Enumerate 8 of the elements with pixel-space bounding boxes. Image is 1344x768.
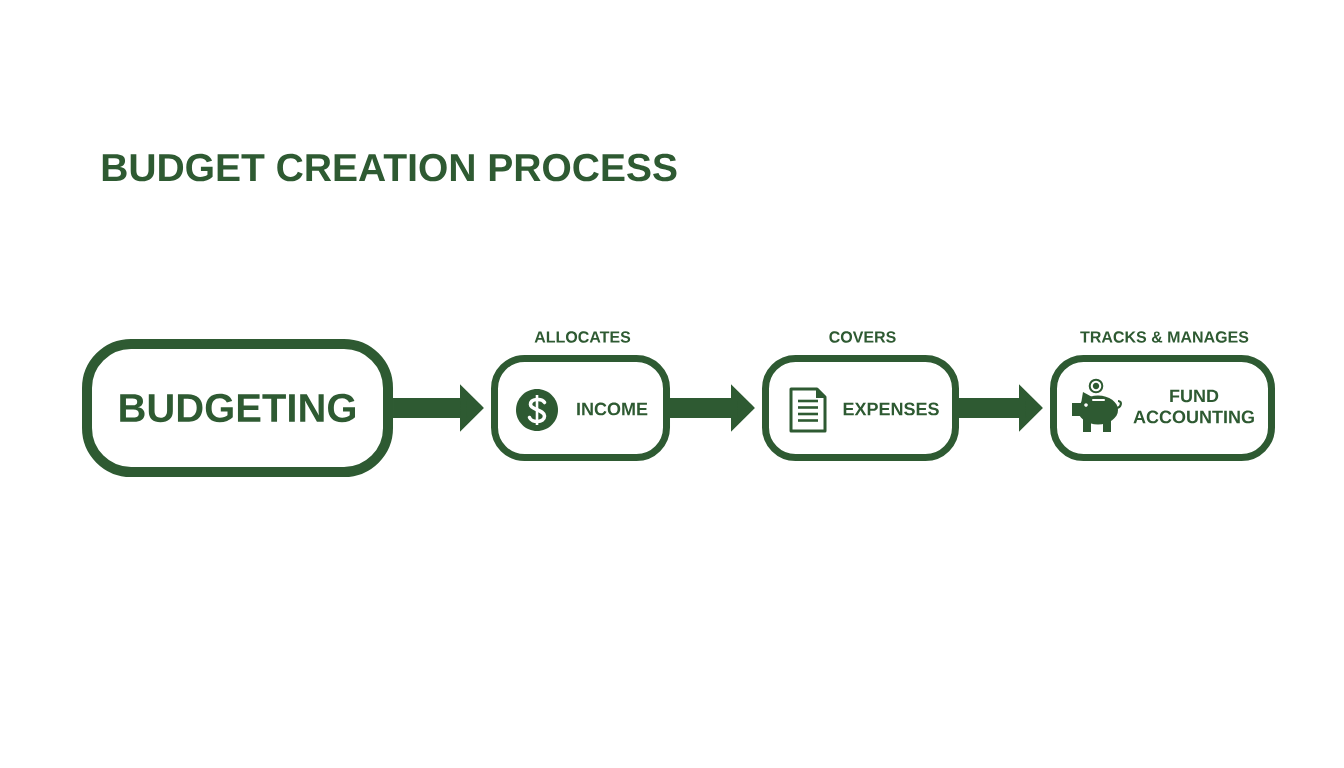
title: BUDGET CREATION PROCESS xyxy=(102,153,677,182)
step-label: TRACKS & MANAGES xyxy=(1080,331,1249,343)
process-box: FUND ACCOUNTING xyxy=(1050,355,1275,461)
step-label: ALLOCATES xyxy=(534,331,631,343)
process-box: BUDGETING xyxy=(82,339,393,477)
step-label: COVERS xyxy=(829,331,896,343)
process-box: INCOME xyxy=(491,355,670,461)
process-box: EXPENSES xyxy=(762,355,959,461)
